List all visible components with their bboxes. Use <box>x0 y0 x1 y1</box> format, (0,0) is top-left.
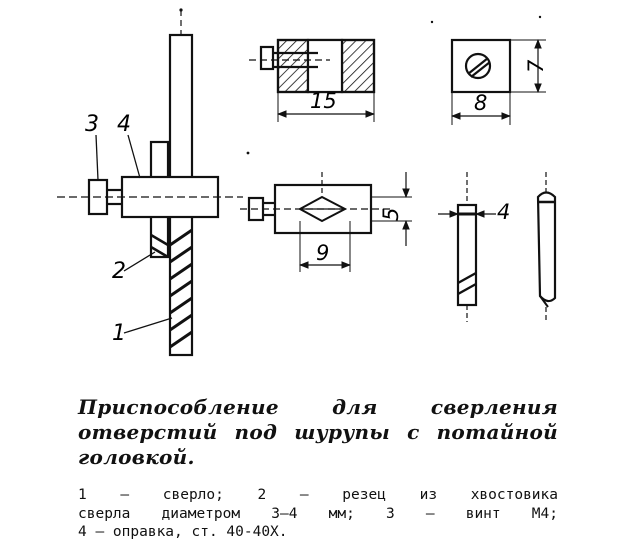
legend-line-2: сверла диаметром 3—4 мм; 3 — винт М4; <box>78 505 558 522</box>
callout-2: 2 <box>112 259 126 284</box>
dim-groove-height: 5 <box>379 208 403 221</box>
legend-line-1: 1 — сверло; 2 — резец из хвостовика <box>78 487 558 503</box>
cutter-profile-view <box>536 172 557 320</box>
callouts: 3 4 2 1 <box>85 112 131 346</box>
section-view <box>249 38 376 122</box>
figure-caption-title: Приспособление для сверления отверстий п… <box>78 395 558 469</box>
callout-1: 1 <box>112 321 126 346</box>
callout-leaders <box>95 134 173 334</box>
dim-plate-height: 7 <box>524 59 548 73</box>
dim-plate-width: 8 <box>474 91 487 115</box>
callout-4: 4 <box>117 112 131 137</box>
figure-legend: 1 — сверло; 2 — резец из хвостовика свер… <box>78 486 558 542</box>
dim-slot-width: 15 <box>310 89 337 113</box>
callout-3: 3 <box>85 112 99 137</box>
dim-groove-length: 9 <box>316 241 329 265</box>
drill-flutes <box>169 228 193 349</box>
plate-view <box>450 38 546 125</box>
cutter-side-view <box>438 172 496 322</box>
print-specks <box>179 8 542 155</box>
fixture-drawing: 3 4 2 1 15 7 8 <box>57 8 557 357</box>
dim-shank-thickness: 4 <box>497 200 510 224</box>
groove-view <box>240 172 412 272</box>
legend-line-3: 4 — оправка, ст. 40-40Х. <box>78 524 288 540</box>
main-assembly <box>57 10 243 357</box>
